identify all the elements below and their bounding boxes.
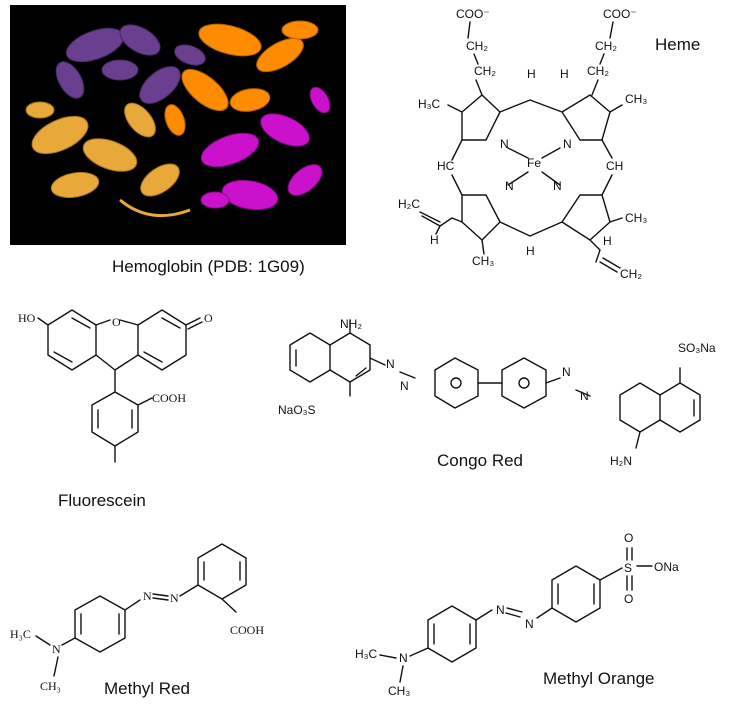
heme-caption: Heme — [655, 35, 700, 54]
hemoglobin-chain-orange — [164, 20, 319, 136]
heme-label-n-4: N — [553, 179, 562, 193]
heme-label-ch2-a: CH₂ — [466, 39, 488, 53]
heme-label-n-1: N — [500, 137, 509, 151]
fluorescein-label-o-ring: O — [112, 315, 121, 329]
fluorescein-caption: Fluorescein — [58, 491, 146, 510]
methyl-red-label-ch3: CH₃ — [40, 679, 61, 693]
heme-label-coo-left: COO⁻ — [456, 7, 490, 21]
congo-red-structure: NH₂ NaO₃S N N N N SO₃Na H₂N Congo Red — [278, 317, 716, 470]
hemoglobin-chain-purple — [55, 24, 206, 104]
heme-label-h-top-right: H — [560, 67, 569, 81]
congo-red-label-n-3: N — [562, 365, 571, 379]
heme-label-h-top-left: H — [527, 67, 536, 81]
heme-label-h2c-vinyl-left: H₂C — [398, 197, 420, 211]
methyl-orange-caption: Methyl Orange — [543, 669, 655, 688]
hemoglobin-chain-gold — [25, 101, 191, 218]
heme-label-n-2: N — [563, 137, 572, 151]
heme-label-ch3-right-lower: CH₃ — [625, 211, 647, 225]
methyl-orange-label-s: S — [624, 561, 632, 575]
congo-red-label-n-1: N — [386, 357, 395, 371]
methyl-red-label-n-amine: N — [52, 642, 61, 656]
congo-red-label-n-4: N — [580, 389, 589, 403]
congo-red-ring-marker-1 — [450, 377, 462, 389]
congo-red-label-so3na-left: NaO₃S — [278, 403, 316, 417]
heme-label-ch-right: CH — [606, 159, 623, 173]
heme-label-h-bottom: H — [526, 244, 535, 258]
heme-label-ch3-right: CH₃ — [625, 92, 647, 106]
heme-label-h-vinyl-left: H — [430, 233, 439, 247]
methyl-orange-label-ona: ONa — [654, 560, 679, 574]
fluorescein-label-cooh: COOH — [152, 391, 186, 405]
methyl-red-label-n-2: N — [170, 591, 179, 605]
heme-label-h3c-left: H₃C — [418, 97, 441, 111]
hemoglobin-panel: Hemoglobin (PDB: 1G09) — [10, 5, 346, 276]
heme-label-ch2-b: CH₂ — [474, 64, 496, 78]
fluorescein-label-ho: HO — [18, 311, 36, 325]
heme-label-ch2-c: CH₂ — [595, 39, 617, 53]
methyl-orange-label-o-top: O — [624, 531, 633, 545]
methyl-red-structure: H₃C N CH₃ N N COOH Methyl Red — [10, 543, 264, 698]
congo-red-label-nh2-top: NH₂ — [340, 317, 362, 331]
methyl-red-label-cooh: COOH — [230, 623, 264, 637]
methyl-red-caption: Methyl Red — [104, 679, 190, 698]
methyl-orange-structure: H₃C N CH₃ N N S O O ONa Methyl Orange — [355, 531, 679, 698]
methyl-orange-label-o-bottom: O — [624, 592, 633, 606]
methyl-orange-label-ch3: CH₃ — [388, 684, 410, 698]
hemoglobin-ribbon-structure — [25, 20, 331, 218]
methyl-orange-label-h3c: H₃C — [355, 647, 378, 661]
heme-label-ch3-bottom: CH₃ — [472, 254, 494, 268]
heme-label-ch2-d: CH₂ — [587, 64, 609, 78]
heme-label-n-3: N — [505, 179, 514, 193]
congo-red-caption: Congo Red — [437, 451, 523, 470]
methyl-orange-label-n-1: N — [496, 603, 505, 617]
methyl-red-label-n-1: N — [143, 589, 152, 603]
heme-structure: Heme COO⁻ COO⁻ CH₂ CH₂ CH₂ CH₂ H H H₃C C… — [398, 7, 700, 281]
congo-red-ring-marker-2 — [518, 377, 530, 389]
congo-red-label-so3na-right: SO₃Na — [678, 341, 716, 355]
hemoglobin-caption: Hemoglobin (PDB: 1G09) — [112, 257, 305, 276]
congo-red-label-nh2-bottom: H₂N — [610, 454, 632, 468]
hemoglobin-chain-magenta — [200, 86, 331, 211]
heme-label-hc-left: HC — [437, 159, 455, 173]
heme-label-h-vinyl-right: H — [603, 234, 612, 248]
fluorescein-label-o-ketone: O — [204, 311, 213, 325]
methyl-red-label-h3c: H₃C — [10, 627, 31, 641]
heme-label-ch2-vinyl-right: CH₂ — [620, 267, 642, 281]
heme-label-coo-right: COO⁻ — [603, 7, 637, 21]
methyl-orange-label-n-amine: N — [399, 651, 408, 665]
methyl-orange-label-n-2: N — [525, 617, 534, 631]
heme-label-fe: Fe — [527, 156, 541, 170]
congo-red-label-n-2: N — [400, 379, 409, 393]
fluorescein-structure: HO O O COOH Fluorescein — [18, 309, 213, 510]
